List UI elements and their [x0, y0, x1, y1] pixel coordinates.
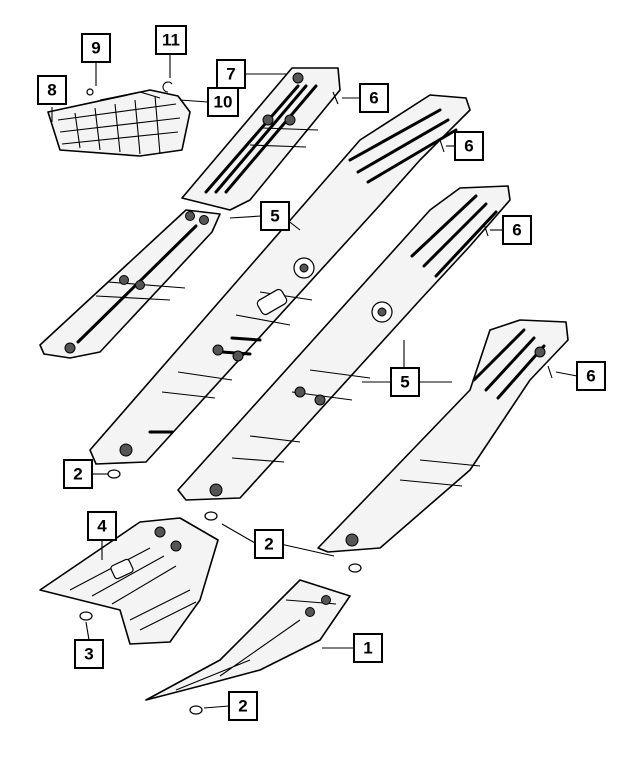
callout-3-label: 3 [84, 645, 93, 664]
splash-shield-part-1 [145, 579, 351, 701]
callout-2-c: 2 [228, 691, 258, 721]
callout-4-label: 4 [97, 517, 107, 536]
bolt-part-6-d [547, 365, 553, 379]
front-skid-plate-part-4 [39, 517, 219, 645]
callout-7: 7 [216, 59, 246, 89]
callout-5-b: 5 [390, 367, 420, 397]
nut-fastener-part-2-b [204, 511, 218, 521]
callout-5-a-label: 5 [270, 207, 279, 226]
skid-plate-part-5-right [317, 319, 569, 553]
leader-lines [51, 54, 578, 709]
callout-2-a-label: 2 [73, 465, 82, 484]
callout-8-label: 8 [47, 81, 56, 100]
skid-plate-part-5-long-b [177, 185, 511, 501]
callout-6-c: 6 [502, 215, 532, 245]
nut-fastener-part-2-a [107, 469, 121, 479]
skid-plate-part-5-left [39, 209, 221, 359]
callout-2-b: 2 [254, 529, 284, 559]
nut-fastener-part-2-c [348, 563, 362, 573]
callout-3: 3 [74, 639, 104, 669]
push-pin-fastener-part-9 [86, 88, 94, 96]
callout-2-a: 2 [63, 459, 93, 489]
callout-9: 9 [81, 33, 111, 63]
callout-7-label: 7 [226, 65, 235, 84]
rear-shield-part-7 [181, 67, 341, 211]
callout-2-c-label: 2 [238, 697, 247, 716]
callout-1-label: 1 [363, 639, 372, 658]
skid-plate-part-5-long-a [89, 94, 471, 465]
clip-part-11 [162, 81, 173, 93]
callout-5-a: 5 [260, 201, 290, 231]
callout-11: 11 [155, 25, 187, 55]
callout-6-a: 6 [359, 83, 389, 113]
callout-10: 10 [207, 87, 239, 117]
callout-4: 4 [87, 511, 117, 541]
callout-6-b: 6 [454, 131, 484, 161]
callout-8: 8 [37, 75, 67, 105]
callout-2-b-label: 2 [264, 535, 273, 554]
callout-9-label: 9 [91, 39, 100, 58]
callout-6-d: 6 [576, 361, 606, 391]
bolt-part-6-c [483, 223, 489, 237]
callout-5-b-label: 5 [400, 373, 409, 392]
callout-10-label: 10 [214, 93, 233, 112]
callout-6-c-label: 6 [512, 221, 521, 240]
bolt-part-6-b [439, 139, 445, 153]
heat-shield-part-8 [47, 89, 191, 157]
callout-6-a-label: 6 [369, 89, 378, 108]
callout-11-label: 11 [162, 31, 180, 50]
nut-fastener-part-3 [79, 611, 93, 621]
callout-6-b-label: 6 [464, 137, 473, 156]
callout-1: 1 [353, 633, 383, 663]
bolt-part-6-a [332, 91, 339, 105]
nut-fastener-part-2-d [189, 705, 203, 715]
callout-6-d-label: 6 [586, 367, 595, 386]
